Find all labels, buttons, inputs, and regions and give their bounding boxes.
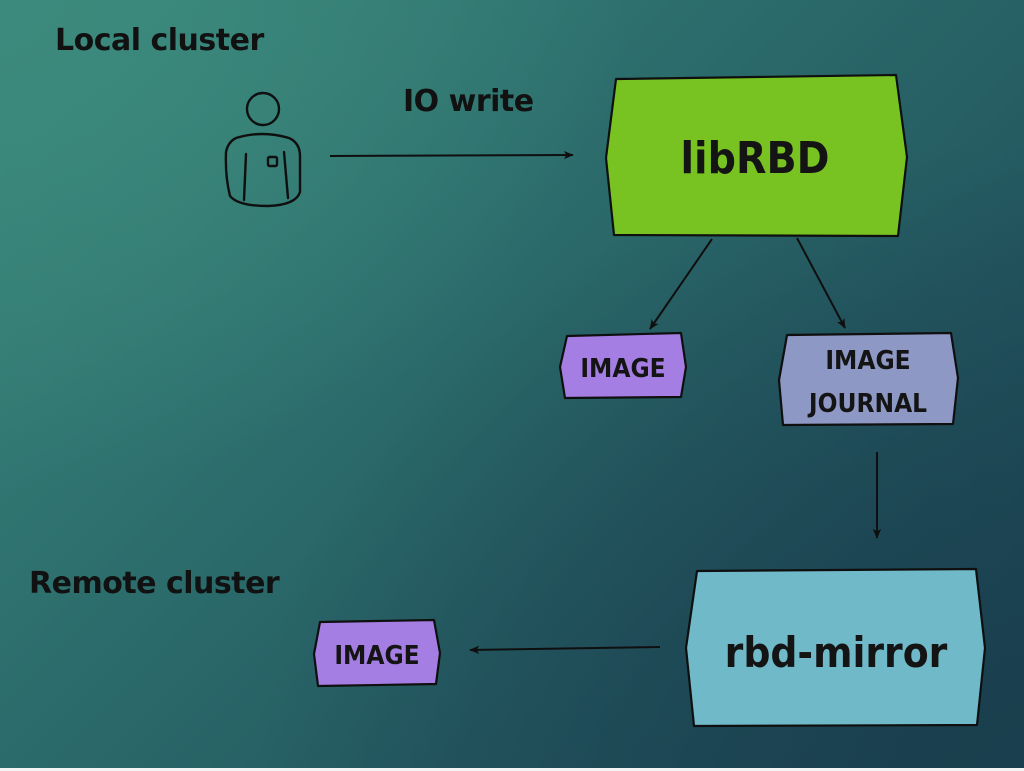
remote-cluster-label: Remote cluster xyxy=(29,566,280,601)
local-image-label: IMAGE xyxy=(580,354,665,384)
librbd-label: libRBD xyxy=(681,133,830,184)
io-write-label: IO write xyxy=(403,84,534,119)
image-journal-line1: IMAGE xyxy=(825,346,910,376)
librbd-to-journal-arrow xyxy=(796,237,846,329)
rbd-mirror-label: rbd-mirror xyxy=(725,628,948,677)
bottom-edge xyxy=(0,768,1024,771)
rbd-mirror-node: rbd-mirror xyxy=(684,567,987,728)
librbd-to-image-arrow xyxy=(649,238,713,330)
local-image-node: IMAGE xyxy=(558,331,688,400)
io-write-arrow xyxy=(329,150,574,160)
mirror-to-remote-image-arrow xyxy=(469,645,661,655)
image-journal-node: IMAGE JOURNAL xyxy=(777,331,960,427)
remote-image-label: IMAGE xyxy=(334,641,419,671)
image-journal-line2: JOURNAL xyxy=(807,389,927,419)
local-cluster-label: Local cluster xyxy=(55,23,264,58)
person-icon xyxy=(224,91,302,208)
librbd-node: libRBD xyxy=(604,73,909,238)
remote-image-node: IMAGE xyxy=(312,618,442,688)
